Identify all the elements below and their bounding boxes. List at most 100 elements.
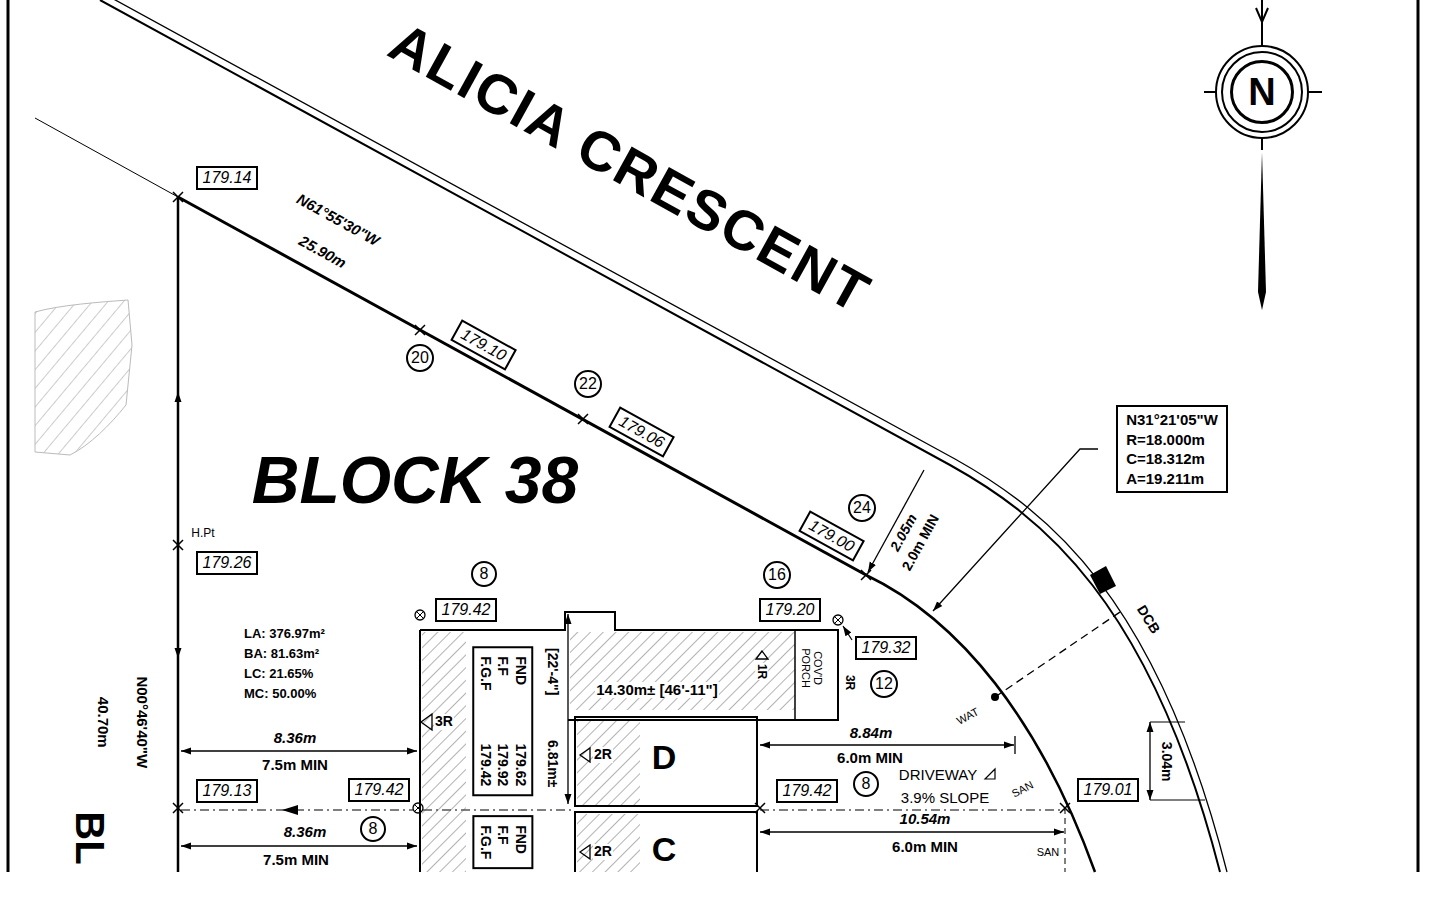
riser-count: 3R (843, 674, 856, 691)
compass-ring (1222, 52, 1302, 132)
site-statistic: MC: 50.00% (243, 687, 317, 701)
dimension: 6.0m MIN (836, 750, 904, 767)
elevation-text: 179.42 (355, 781, 404, 799)
dimension: 8.36m (273, 730, 318, 747)
callout-number: 16 (763, 561, 791, 589)
service-label: WAT (954, 705, 982, 728)
service-label: SAN (1036, 846, 1061, 858)
grade-table: FND179.62F.F179.92F.G.F 179.42 (473, 646, 534, 796)
elevation-box: 179.01 (1077, 778, 1140, 802)
corner-mark (833, 615, 843, 625)
elevation-text: 179.26 (203, 554, 252, 572)
water-service (995, 612, 1120, 697)
callout-text: 8 (480, 566, 489, 582)
elevation-text: 179.00 (805, 516, 857, 556)
callout-text: N (1248, 73, 1275, 111)
dimension: 40.70m (94, 696, 111, 749)
callout-text: 8 (369, 821, 378, 837)
callout-number: 20 (406, 344, 434, 372)
table-row: FND179.62 (512, 656, 530, 786)
callout-text: 24 (853, 500, 871, 516)
elevation-text: 179.14 (203, 169, 252, 187)
dimension-line (177, 392, 179, 658)
corner-mark (415, 610, 425, 620)
unit-label: C (651, 831, 678, 868)
lot-line-extension (35, 118, 178, 197)
callout-number: 24 (848, 494, 876, 522)
grade-value: F.F (494, 656, 512, 675)
dimension: [22'-4"] (545, 647, 560, 696)
driveway-flare (1150, 722, 1205, 800)
curve-data: R=18.000m (1126, 430, 1218, 450)
grade-value: F.F (494, 825, 512, 844)
slope-label: 3.9% SLOPE (900, 790, 990, 807)
elevation-box: 179.32 (855, 636, 918, 660)
step-marker (421, 714, 432, 730)
slope-marker (985, 769, 995, 779)
callout-text: 12 (875, 676, 893, 692)
dimension: 7.5m MIN (261, 757, 329, 774)
step-marker (580, 748, 590, 762)
bearing: N00°46'40"W (134, 675, 151, 769)
compass-needle (1258, 152, 1266, 310)
table-row: FND (512, 825, 530, 859)
porch-outline (794, 630, 796, 720)
riser-count: 2R (593, 844, 613, 859)
dimension-line (181, 845, 417, 846)
grade-value: 179.42 (477, 743, 495, 786)
elevation-text: 179.20 (766, 601, 815, 619)
leader-line (933, 449, 1098, 611)
wall-hatch (570, 632, 795, 710)
elevation-text: 179.42 (783, 782, 832, 800)
point-label: H.Pt (190, 527, 215, 540)
dimension-line (760, 831, 1064, 832)
callout-text: 16 (768, 567, 786, 583)
wall-hatch (577, 814, 640, 872)
survey-point (173, 192, 1070, 813)
catch-basin (1090, 566, 1116, 594)
dimension: 8.84m (849, 725, 894, 742)
curve-data: N31°21'05"W (1126, 410, 1218, 430)
curb-line (100, 0, 1220, 872)
elevation-box: 179.26 (196, 551, 259, 575)
table-row: F.F (494, 825, 512, 859)
dimension: 6.81m± (545, 739, 560, 788)
dimension: 8.36m (283, 824, 328, 841)
dimension-line (760, 744, 1014, 745)
riser-count: 1R (755, 663, 768, 680)
block-name: BL (68, 810, 112, 865)
dimension-line (567, 614, 568, 804)
curve-data: C=18.312m (1126, 449, 1218, 469)
elevation-box: 179.42 (435, 598, 498, 622)
dimension: 3.04m (1158, 741, 1173, 783)
elevation-text: 179.01 (1084, 781, 1133, 799)
structure-label: DCB (1133, 602, 1163, 638)
callout-number: 8 (853, 771, 879, 797)
block-name: BLOCK 38 (251, 444, 579, 517)
elevation-text: 179.32 (862, 639, 911, 657)
grade-value: F.G.F (477, 825, 495, 859)
elevation-box: 179.20 (759, 598, 822, 622)
dimension-tick (1014, 736, 1015, 754)
step-marker (756, 651, 768, 659)
compass-tick (1204, 0, 1322, 150)
unit-label: D (651, 739, 678, 776)
elevation-box: 179.42 (776, 779, 839, 803)
wall-hatch (577, 719, 640, 806)
compass-ring (1216, 46, 1308, 138)
curve-data-box: N31°21'05"WR=18.000mC=18.312mA=19.211m (1116, 405, 1228, 493)
elevation-text: 179.13 (203, 782, 252, 800)
table-row: F.G.F 179.42 (477, 656, 495, 786)
north-arrow: N (1230, 60, 1294, 124)
elevation-box: 179.42 (348, 778, 411, 802)
callout-number: 12 (870, 670, 898, 698)
porch-label: COV'D PORCH (800, 647, 824, 689)
house-outline (419, 630, 421, 872)
table-row: F.F179.92 (494, 656, 512, 786)
elevation-text: 179.10 (457, 325, 509, 365)
dimension-line (181, 750, 417, 751)
callout-text: 8 (862, 776, 871, 792)
grade-value: F.G.F (477, 656, 495, 690)
service-label: SAN (1008, 778, 1035, 800)
